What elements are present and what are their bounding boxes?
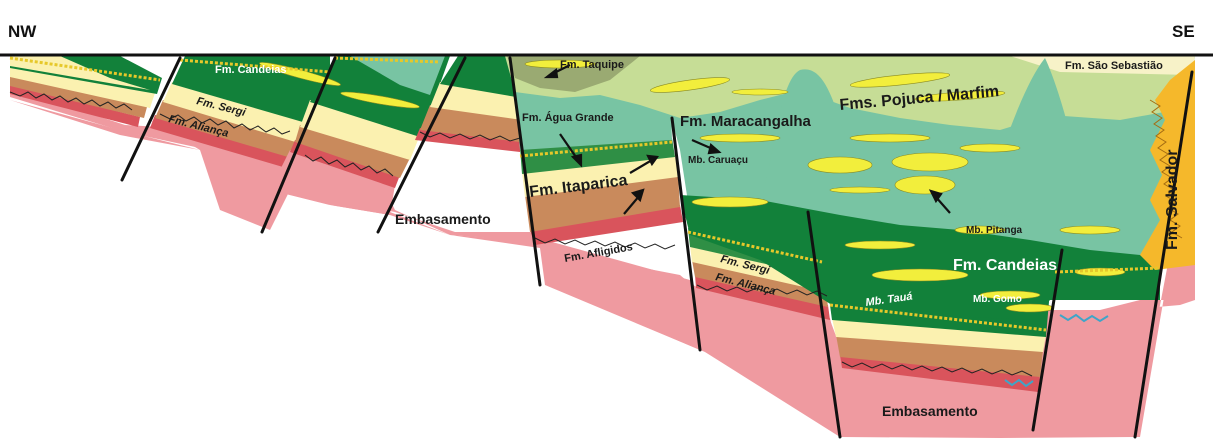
- label-salvador: Fm. Salvador: [1164, 150, 1181, 250]
- label-pitanga: Mb. Pitanga: [966, 225, 1023, 236]
- label-candeias-main: Fm. Candeias: [953, 257, 1057, 274]
- direction-se: SE: [1172, 22, 1195, 41]
- label-agua-grande: Fm. Água Grande: [522, 111, 614, 124]
- label-maracangalha: Fm. Maracangalha: [680, 113, 812, 130]
- label-gomo: Mb. Gomo: [973, 294, 1022, 305]
- label-sao-sebastiao: Fm. São Sebastião: [1065, 60, 1163, 72]
- label-embasamento-right: Embasamento: [882, 403, 978, 419]
- direction-nw: NW: [8, 22, 37, 41]
- label-taquipe: Fm. Taquipe: [560, 59, 624, 71]
- label-candeias-top-left: Fm. Candeias: [215, 64, 287, 76]
- label-embasamento-left: Embasamento: [395, 211, 491, 227]
- label-caruacu: Mb. Caruaçu: [688, 155, 748, 166]
